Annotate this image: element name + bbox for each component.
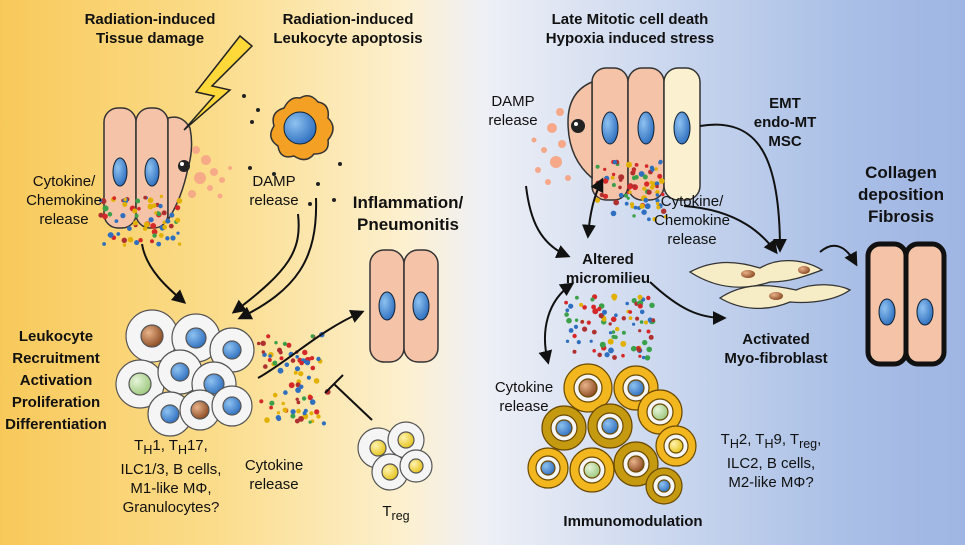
arrows-left [141,197,373,421]
treg-cluster [357,421,433,491]
damp-particles-left [188,146,232,199]
damp-particles-right [531,108,571,185]
immunomodulation-label: Immunomodulation [563,513,703,530]
inflamed-epithelium [369,249,439,363]
myofibroblasts [688,259,852,310]
inflammation-label: Inflammation/Pneumonitis [352,193,464,234]
lightning-icon [183,34,254,131]
arrows-right [525,123,858,365]
cytokine-dots-left [98,194,183,247]
cytokine-dots-mid [256,332,331,426]
treg-label: Treg [382,503,410,523]
fibrotic-epithelium [865,241,947,367]
m2-cluster [527,363,697,505]
leukocyte-cluster [115,309,255,437]
apoptotic-leukocyte [242,94,342,206]
th-right-label: TH2, TH9, Treg,ILC2, B cells,M2-like MΦ? [720,431,822,491]
th-left-label: TH1, TH17,ILC1/3, B cells,M1-like MΦ,Gra… [120,437,222,516]
cytokine-dots-right-mid [564,293,656,361]
cytokine-dots-right-top [594,159,668,222]
late-epithelium [567,67,701,201]
